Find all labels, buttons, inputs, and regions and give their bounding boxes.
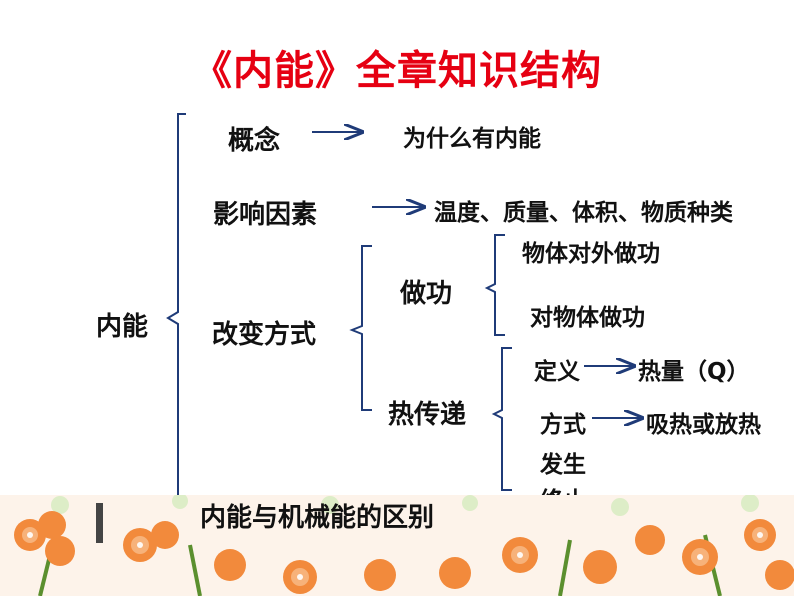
flower-border-image <box>0 495 794 596</box>
work-label: 做功 <box>400 279 453 309</box>
factors-label: 影响因素 <box>213 200 318 230</box>
work-item-onto: 对物体做功 <box>530 305 645 331</box>
change-bracket <box>349 245 372 411</box>
heat-label: 热传递 <box>388 400 467 430</box>
heat-occur: 发生 <box>540 452 586 478</box>
heat-manner-target: 吸热或放热 <box>646 412 761 438</box>
heat-definition-target: 热量（Q） <box>638 359 750 385</box>
diagram-title: 《内能》全章知识结构 <box>192 48 602 94</box>
concept-label: 概念 <box>228 126 281 156</box>
concept-target: 为什么有内能 <box>403 126 541 152</box>
work-bracket <box>484 234 505 336</box>
flower-icon <box>14 511 794 594</box>
factors-target: 温度、质量、体积、物质种类 <box>434 200 733 226</box>
main-bracket <box>166 113 186 509</box>
change-label: 改变方式 <box>212 320 317 350</box>
distinction-label: 内能与机械能的区别 <box>200 503 435 533</box>
root-node: 内能 <box>96 312 149 342</box>
heat-manner-label: 方式 <box>540 412 586 438</box>
heat-bracket <box>491 347 512 491</box>
work-item-outward: 物体对外做功 <box>522 241 660 267</box>
heat-definition-label: 定义 <box>534 359 580 385</box>
